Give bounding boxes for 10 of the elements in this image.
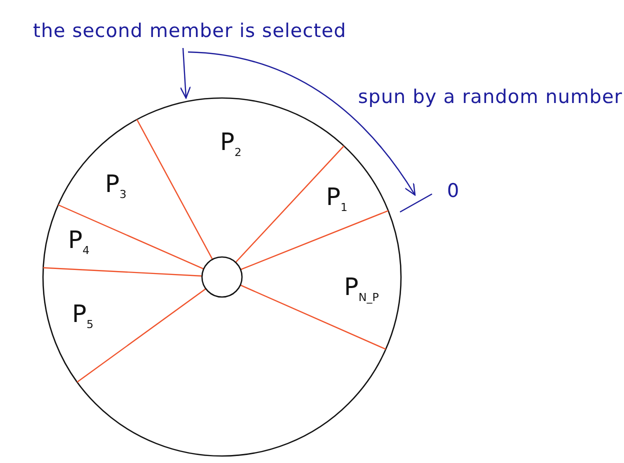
arrow [180, 48, 191, 99]
sector-label: P$_{5}$ [72, 300, 94, 331]
sector-label: P$_{1}$ [326, 183, 348, 214]
sector-label: P$_{4}$ [68, 226, 90, 257]
zero-label: 0 [447, 180, 460, 202]
sector-label: P$_{3}$ [105, 170, 126, 201]
sector-label: P$_{2}$ [220, 128, 242, 159]
sector-label: P$_{N_P}$ [344, 273, 379, 304]
caption-text: the second member is selected [33, 20, 346, 42]
annotation-text: spun by a random number [358, 86, 622, 108]
